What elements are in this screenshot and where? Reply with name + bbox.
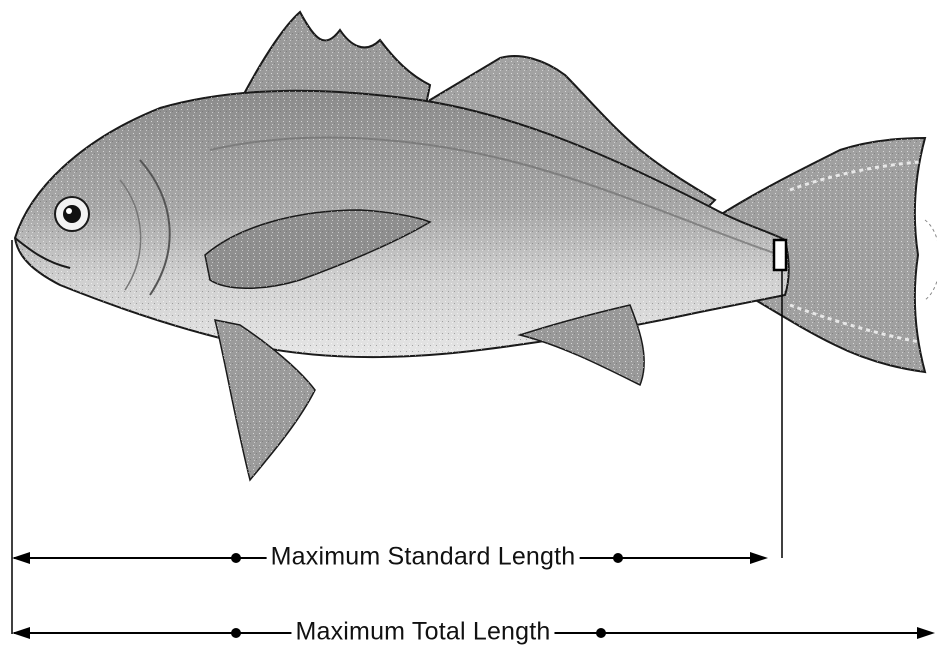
total-length-label: Maximum Total Length	[291, 618, 554, 647]
standard-length-label: Maximum Standard Length	[267, 543, 580, 572]
fish-eye	[55, 197, 89, 231]
standard-length-end-marker	[774, 240, 786, 270]
